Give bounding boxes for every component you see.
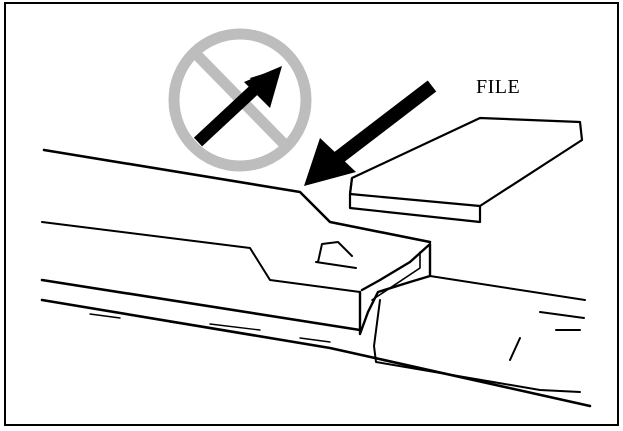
insert-arrow-icon (304, 80, 437, 186)
socket-body (373, 275, 586, 393)
rail-detail (89, 313, 331, 343)
file-block-side (348, 177, 482, 224)
file-label: FILE (476, 76, 521, 98)
base-rail-lower (40, 298, 592, 408)
latch-tab (315, 241, 357, 269)
no-entry-circle-icon (168, 28, 312, 172)
connector-assembly (40, 148, 592, 408)
file-block-top (348, 116, 584, 208)
connector-body-outline (41, 221, 361, 293)
base-rail-upper (40, 278, 362, 332)
file-block (348, 116, 584, 224)
connector-top-edge (42, 148, 432, 244)
diagram-border (4, 2, 619, 426)
latch-clip-inner (371, 251, 421, 301)
